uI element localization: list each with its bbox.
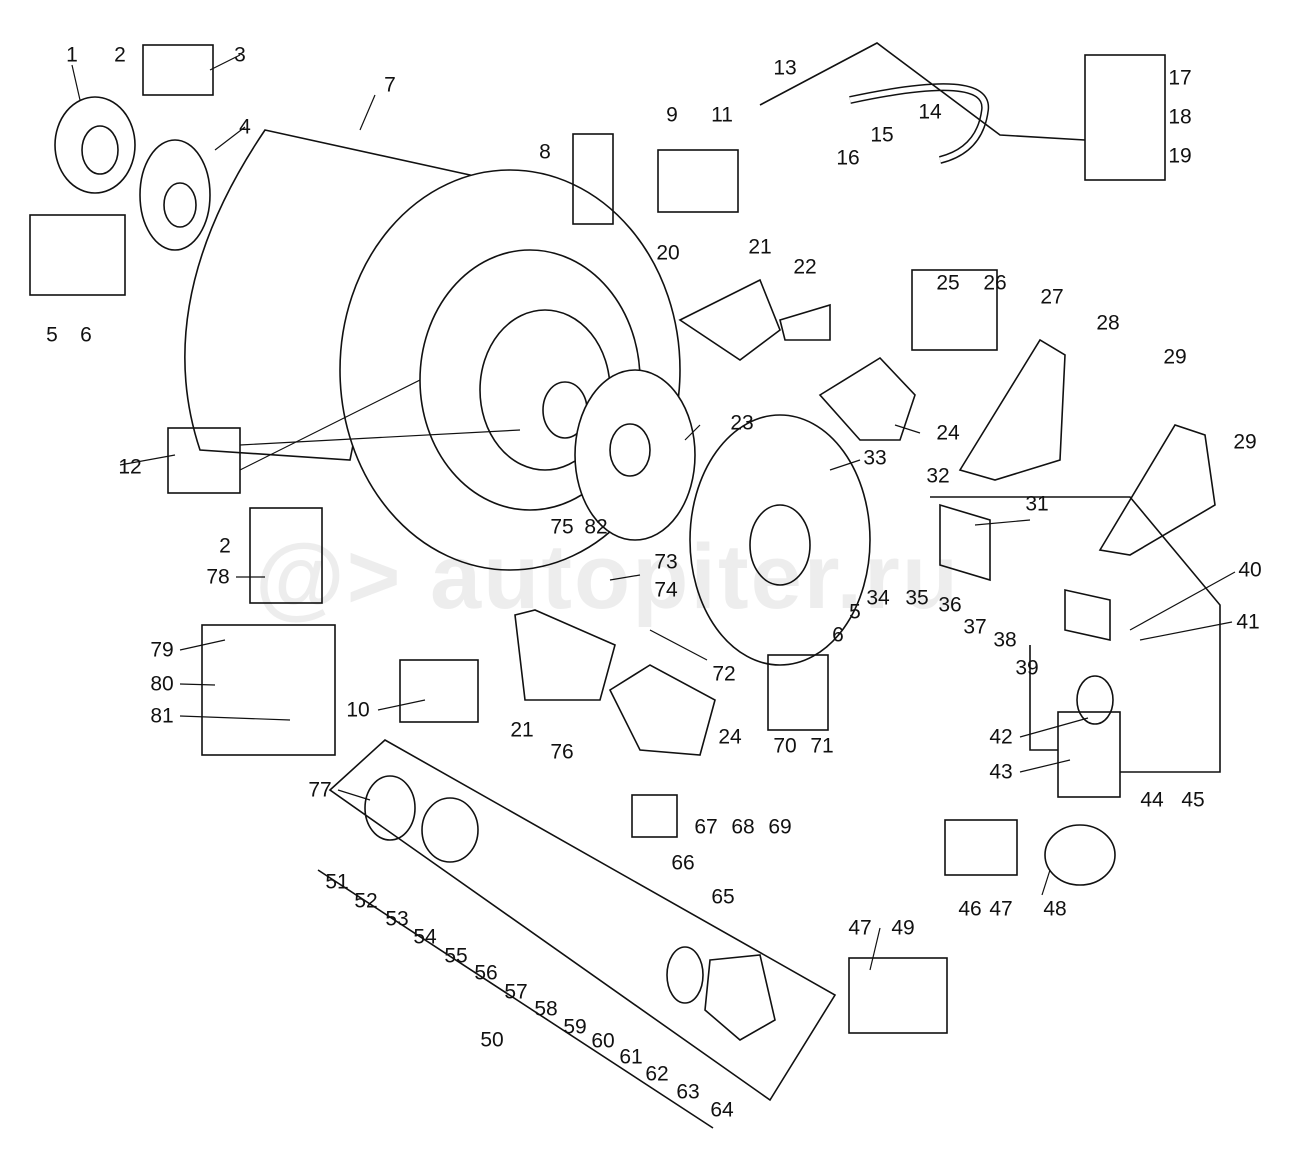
callout-label: 51	[325, 870, 349, 894]
callout-label: 76	[550, 740, 574, 764]
callout-label: 60	[591, 1029, 615, 1053]
callout-label: 49	[891, 916, 915, 940]
callout-label: 47	[848, 916, 872, 940]
callout-label: 75	[550, 515, 574, 539]
callout-label: 61	[619, 1045, 643, 1069]
flange-plate	[574, 369, 696, 541]
callout-label: 3	[234, 43, 246, 67]
callout-label: 41	[1236, 610, 1260, 634]
callout-label: 19	[1168, 144, 1192, 168]
callout-label: 38	[993, 628, 1017, 652]
callout-label: 37	[963, 615, 987, 639]
callout-label: 4	[239, 115, 251, 139]
callout-label: 66	[671, 851, 695, 875]
callout-label: 63	[676, 1080, 700, 1104]
callout-label: 52	[354, 889, 378, 913]
callout-label: 80	[150, 672, 174, 696]
callout-label: 39	[1015, 656, 1039, 680]
callout-label: 62	[645, 1062, 669, 1086]
callout-label: 32	[926, 464, 950, 488]
callout-label: 44	[1140, 788, 1164, 812]
callout-label: 13	[773, 56, 797, 80]
callout-label: 27	[1040, 285, 1064, 309]
callout-label: 1	[66, 43, 78, 67]
callout-label: 82	[584, 515, 608, 539]
hose	[849, 83, 990, 164]
callout-label: 14	[918, 100, 942, 124]
callout-label: 2	[114, 43, 126, 67]
callout-label: 45	[1181, 788, 1205, 812]
brake-disc	[689, 414, 871, 666]
callout-label: 21	[510, 718, 534, 742]
callout-label: 22	[793, 255, 817, 279]
callout-label: 50	[480, 1028, 504, 1052]
watermark: @> autopiter.ru	[255, 526, 961, 628]
callout-label: 18	[1168, 105, 1192, 129]
callout-label: 70	[773, 734, 797, 758]
callout-label: 53	[385, 907, 409, 931]
hub-parts	[54, 96, 211, 251]
callout-label: 16	[836, 146, 860, 170]
callout-label: 81	[150, 704, 174, 728]
callout-label: 5	[849, 600, 861, 624]
callout-label: 65	[711, 885, 735, 909]
callout-label: 34	[866, 586, 890, 610]
callout-label: 7	[384, 73, 396, 97]
callout-label: 78	[206, 565, 230, 589]
callout-label: 11	[711, 103, 733, 127]
callout-label: 24	[936, 421, 960, 445]
callout-label: 35	[905, 586, 929, 610]
callout-label: 54	[413, 925, 437, 949]
callout-label: 8	[539, 140, 551, 164]
callout-label: 73	[654, 550, 678, 574]
callout-label: 28	[1096, 311, 1120, 335]
callout-frames	[29, 42, 1221, 1129]
callout-label: 2	[219, 534, 231, 558]
callout-label: 72	[712, 662, 736, 686]
callout-label: 69	[768, 815, 792, 839]
callout-label: 55	[444, 944, 468, 968]
callout-label: 77	[308, 778, 332, 802]
callout-label: 5	[46, 323, 58, 347]
callout-label: 21	[748, 235, 772, 259]
callout-label: 33	[863, 446, 887, 470]
callout-label: 74	[654, 578, 678, 602]
leader-lines	[71, 54, 1236, 971]
callout-label: 58	[534, 997, 558, 1021]
callout-label: 23	[730, 411, 754, 435]
callout-label: 43	[989, 760, 1013, 784]
callout-label: 10	[346, 698, 370, 722]
callout-label: 71	[810, 734, 834, 758]
callout-label: 56	[474, 961, 498, 985]
callout-label: 15	[870, 123, 894, 147]
callout-label: 67	[694, 815, 718, 839]
cylinder-assembly	[364, 503, 1116, 1041]
callout-label: 79	[150, 638, 174, 662]
callout-label: 6	[832, 623, 844, 647]
callout-label: 25	[936, 271, 960, 295]
callout-label: 12	[118, 455, 142, 479]
callout-label: 9	[666, 103, 678, 127]
callout-label: 26	[983, 271, 1007, 295]
callout-label: 29	[1233, 430, 1257, 454]
callout-label: 29	[1163, 345, 1187, 369]
brackets	[514, 278, 1216, 756]
callout-label: 42	[989, 725, 1013, 749]
callout-label: 57	[504, 980, 528, 1004]
callout-label: 17	[1168, 66, 1192, 90]
callout-label: 6	[80, 323, 92, 347]
callout-label: 40	[1238, 558, 1262, 582]
callout-label: 31	[1025, 492, 1049, 516]
callout-label: 48	[1043, 897, 1067, 921]
callout-label: 46	[958, 897, 982, 921]
callout-label: 68	[731, 815, 755, 839]
callout-label: 36	[938, 593, 962, 617]
callout-label: 24	[718, 725, 742, 749]
callout-label: 64	[710, 1098, 734, 1122]
callout-label: 59	[563, 1015, 587, 1039]
callout-label: 47	[989, 897, 1013, 921]
callout-label: 20	[656, 241, 680, 265]
